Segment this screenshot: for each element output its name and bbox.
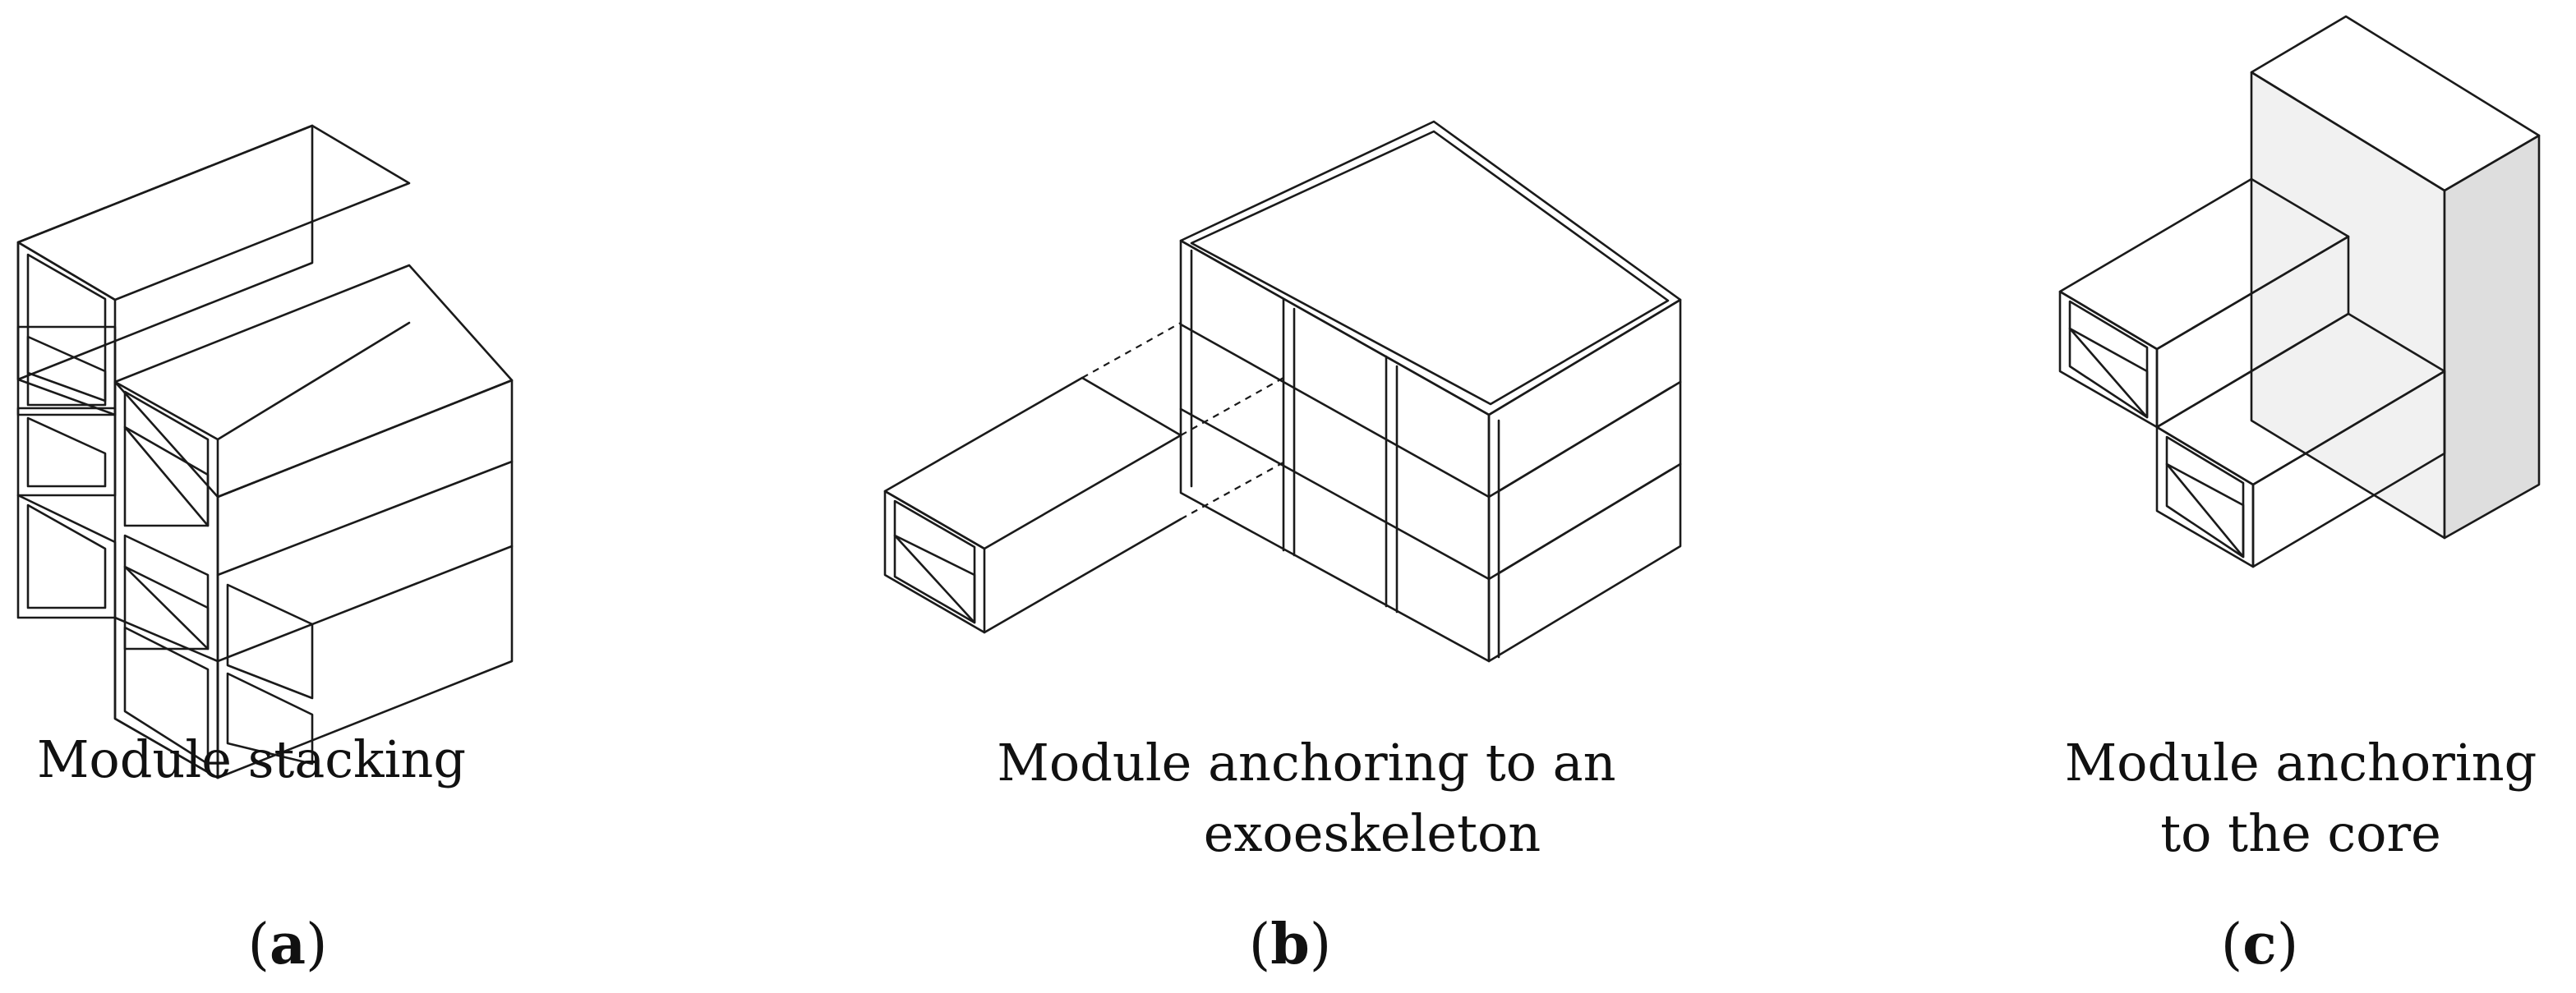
caption-panel-b: Module anchoring to an exoeskeleton [970, 728, 1643, 869]
caption-line: to the core [2160, 803, 2441, 863]
anchor-guide-1 [1081, 322, 1182, 379]
panel-b-exoskeleton [883, 120, 1682, 663]
label-panel-c: (c) [2220, 912, 2299, 977]
caption-line: exoeskeleton [1203, 803, 1541, 863]
caption-line: Module anchoring to an [997, 733, 1616, 793]
exoskeleton-grid [1179, 249, 1682, 659]
caption-line: Module anchoring [2064, 733, 2537, 793]
caption-panel-a: Module stacking [30, 724, 473, 795]
caption-line: Module stacking [36, 729, 467, 789]
module-detached [883, 376, 1182, 634]
label-letter: b [1270, 912, 1310, 977]
panel-a-stacked-modules [16, 124, 514, 779]
label-letter: a [269, 912, 306, 977]
module-core-lower [2155, 312, 2446, 568]
label-panel-a: (a) [247, 912, 328, 977]
anchor-guide-3 [1180, 462, 1284, 520]
panel-c-core [2058, 15, 2541, 568]
core-side[interactable] [2443, 134, 2541, 540]
label-panel-b: (b) [1248, 912, 1332, 977]
module-upper [16, 124, 411, 416]
module-end-column-1 [16, 325, 117, 497]
exoskeleton-front [1179, 239, 1491, 663]
core-top [2250, 15, 2541, 192]
label-letter: c [2242, 912, 2277, 977]
caption-panel-c: Module anchoring to the core [2054, 728, 2547, 869]
anchor-guide-2 [1180, 377, 1284, 436]
module-lower-block [16, 264, 514, 779]
